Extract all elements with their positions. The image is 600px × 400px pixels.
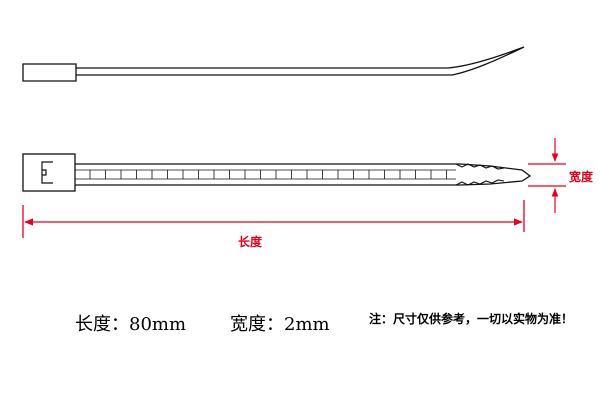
cable-tie-side-view — [22, 46, 525, 82]
length-dimension-label: 长度 — [238, 235, 263, 249]
tie-head — [22, 153, 76, 192]
tie-tail-serrations — [455, 163, 505, 186]
tie-strap-ribs — [89, 170, 447, 179]
disclaimer-note: 注：尺寸仅供参考，一切以实物为准！ — [369, 312, 574, 326]
cable-tie-top-view — [22, 153, 532, 192]
width-dimension — [528, 138, 566, 213]
length-dimension — [22, 200, 525, 238]
width-dimension-label: 宽度 — [569, 170, 594, 184]
side-view-strap — [76, 46, 525, 76]
width-spec: 宽度：2mm — [230, 314, 330, 335]
side-view-head — [22, 63, 77, 82]
length-spec: 长度：80mm — [75, 314, 187, 335]
tie-head-slot — [41, 161, 53, 184]
